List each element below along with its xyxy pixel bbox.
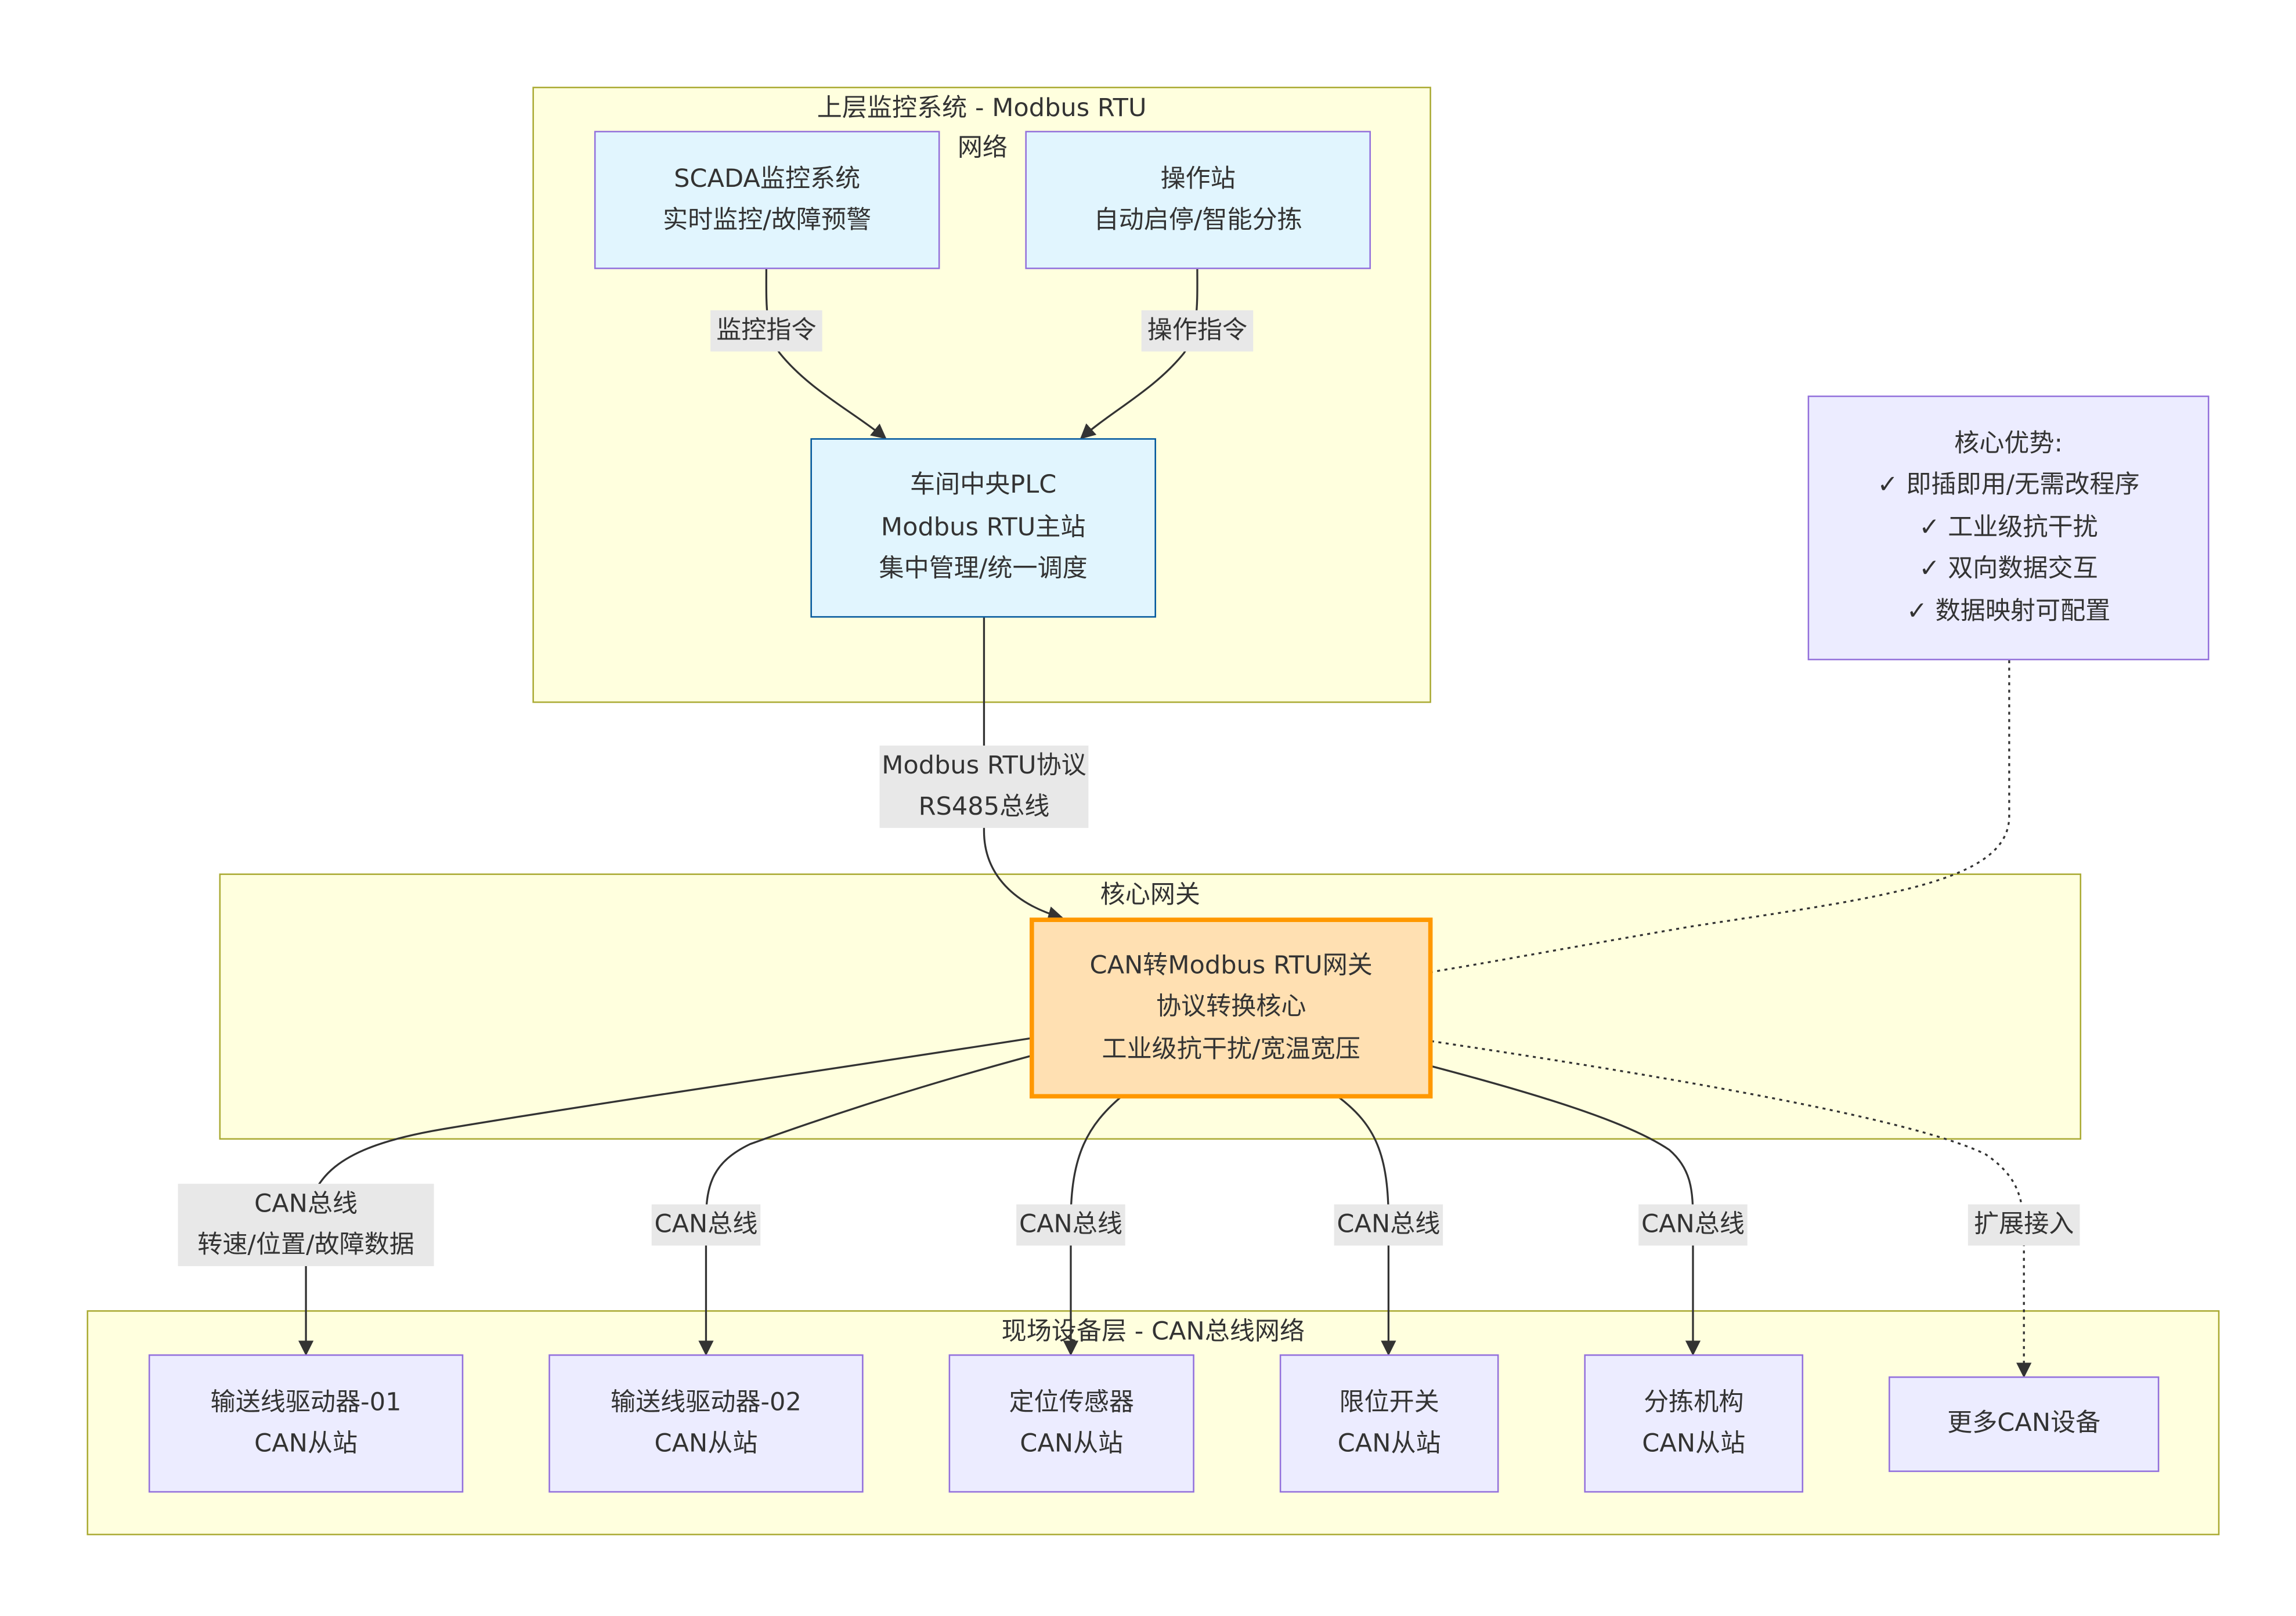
edge-plc-to-gateway bbox=[983, 617, 1064, 921]
edge-gateway-to-sorter bbox=[1431, 1065, 1701, 1356]
node-limit-switch: 限位开关 CAN从站 bbox=[1279, 1354, 1499, 1493]
node-drive1-line1: 输送线驱动器-01 bbox=[210, 1387, 402, 1417]
edge-label-modbus-line1: Modbus RTU协议 bbox=[882, 751, 1086, 781]
advantages-item-3: ✓ 双向数据交互 bbox=[1919, 555, 2098, 584]
edge-label-can-drive2: CAN总线 bbox=[651, 1204, 761, 1246]
edge-label-can1-line2: 转速/位置/故障数据 bbox=[197, 1231, 414, 1260]
advantages-item-1: ✓ 即插即用/无需改程序 bbox=[1877, 471, 2140, 501]
node-sorting-mechanism: 分拣机构 CAN从站 bbox=[1584, 1354, 1804, 1493]
edge-station-to-plc bbox=[1080, 269, 1198, 439]
node-sensor-line1: 定位传感器 bbox=[1009, 1387, 1134, 1417]
node-drive1-line2: CAN从站 bbox=[254, 1429, 358, 1459]
cluster-upper-title-line2: 网络 bbox=[957, 133, 1008, 164]
node-sorter-line2: CAN从站 bbox=[1642, 1429, 1746, 1459]
node-central-plc: 车间中央PLC Modbus RTU主站 集中管理/统一调度 bbox=[810, 438, 1156, 618]
node-drive2-line1: 输送线驱动器-02 bbox=[611, 1387, 802, 1417]
edge-advantages-to-gateway bbox=[1431, 660, 2010, 973]
node-sensor-line2: CAN从站 bbox=[1020, 1429, 1124, 1459]
node-plc-line2: Modbus RTU主站 bbox=[880, 512, 1086, 543]
node-position-sensor: 定位传感器 CAN从站 bbox=[948, 1354, 1194, 1493]
node-can-modbus-gateway: CAN转Modbus RTU网关 协议转换核心 工业级抗干扰/宽温宽压 bbox=[1030, 917, 1433, 1099]
node-sorter-line1: 分拣机构 bbox=[1644, 1387, 1744, 1417]
advantages-item-2: ✓ 工业级抗干扰 bbox=[1919, 512, 2098, 543]
node-plc-line3: 集中管理/统一调度 bbox=[879, 555, 1088, 584]
cluster-upper-title: 上层监控系统 - Modbus RTU bbox=[534, 88, 1429, 129]
node-more-line1: 更多CAN设备 bbox=[1947, 1409, 2101, 1439]
node-scada-line2: 实时监控/故障预警 bbox=[663, 205, 872, 236]
edge-label-can-drive1: CAN总线 转速/位置/故障数据 bbox=[178, 1184, 434, 1267]
cluster-upper-title-line1: 上层监控系统 - Modbus RTU bbox=[817, 94, 1147, 124]
node-drive2-line2: CAN从站 bbox=[654, 1429, 758, 1459]
node-scada: SCADA监控系统 实时监控/故障预警 bbox=[594, 131, 940, 269]
node-limit-line1: 限位开关 bbox=[1339, 1387, 1439, 1417]
cluster-field-title: 现场设备层 - CAN总线网络 bbox=[1001, 1317, 1305, 1347]
edge-scada-to-plc bbox=[765, 269, 887, 439]
node-gateway-line1: CAN转Modbus RTU网关 bbox=[1089, 951, 1373, 981]
edge-gateway-to-drive1 bbox=[298, 1037, 1031, 1356]
node-more-can-devices: 更多CAN设备 bbox=[1889, 1376, 2160, 1472]
edge-gateway-to-drive2 bbox=[698, 1055, 1031, 1356]
node-limit-line2: CAN从站 bbox=[1337, 1429, 1441, 1459]
edge-label-can-sensor: CAN总线 bbox=[1016, 1204, 1125, 1246]
node-conveyor-drive-02: 输送线驱动器-02 CAN从站 bbox=[548, 1354, 864, 1493]
node-conveyor-drive-01: 输送线驱动器-01 CAN从站 bbox=[148, 1354, 464, 1493]
advantages-title: 核心优势: bbox=[1954, 429, 2063, 459]
edge-label-modbus-rs485: Modbus RTU协议 RS485总线 bbox=[879, 745, 1089, 828]
edge-label-operate-cmd: 操作指令 bbox=[1141, 310, 1254, 352]
edge-label-expand: 扩展接入 bbox=[1968, 1204, 2080, 1246]
node-station-line1: 操作站 bbox=[1160, 164, 1236, 194]
edge-label-can1-line1: CAN总线 bbox=[254, 1190, 358, 1219]
advantages-item-4: ✓ 数据映射可配置 bbox=[1906, 596, 2111, 626]
node-station-line2: 自动启停/智能分拣 bbox=[1093, 205, 1302, 236]
edge-label-can-limit: CAN总线 bbox=[1334, 1204, 1443, 1246]
node-operator-station: 操作站 自动启停/智能分拣 bbox=[1025, 131, 1371, 269]
edge-label-can-sorter: CAN总线 bbox=[1638, 1204, 1748, 1246]
node-plc-line1: 车间中央PLC bbox=[909, 471, 1057, 501]
node-gateway-line2: 协议转换核心 bbox=[1156, 993, 1306, 1022]
node-core-advantages: 核心优势: ✓ 即插即用/无需改程序 ✓ 工业级抗干扰 ✓ 双向数据交互 ✓ 数… bbox=[1807, 395, 2210, 660]
cluster-gateway-title: 核心网关 bbox=[1100, 881, 1200, 910]
edge-label-modbus-line2: RS485总线 bbox=[918, 792, 1050, 822]
node-gateway-line3: 工业级抗干扰/宽温宽压 bbox=[1102, 1035, 1360, 1065]
edge-label-monitor-cmd: 监控指令 bbox=[710, 310, 822, 352]
node-scada-line1: SCADA监控系统 bbox=[674, 164, 861, 194]
